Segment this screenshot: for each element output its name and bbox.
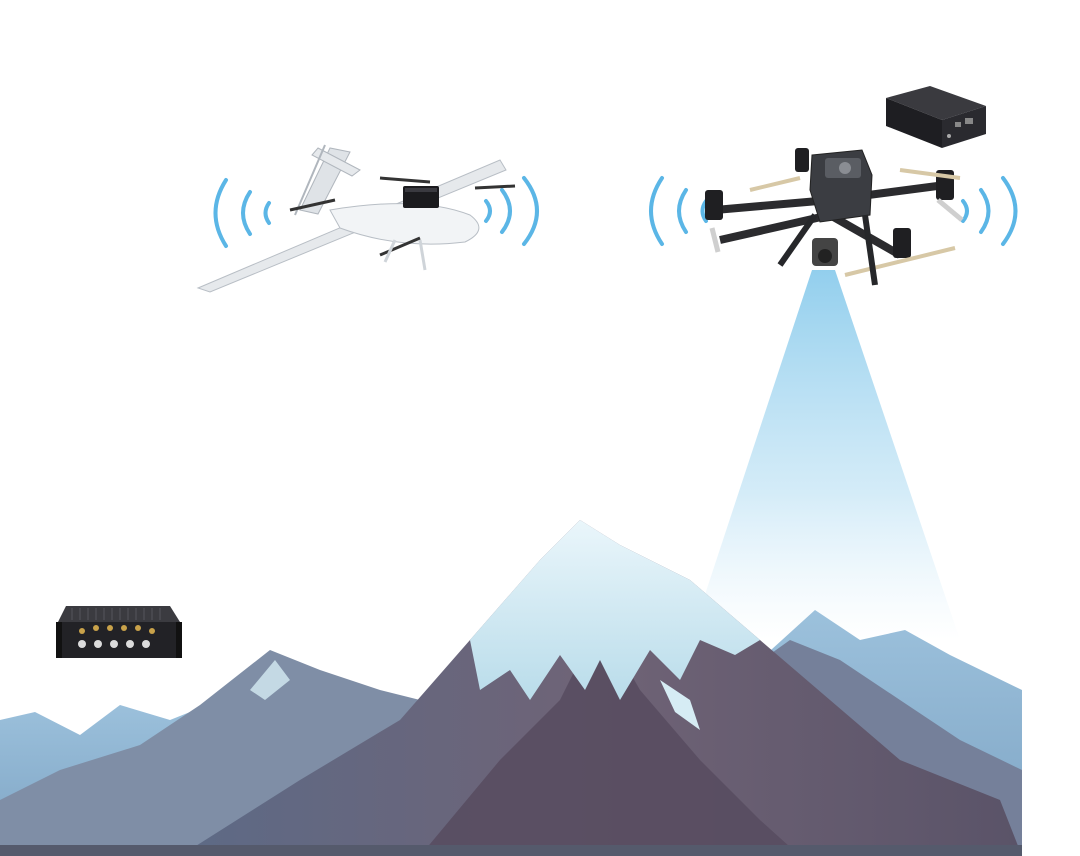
signal-waves-left [213, 178, 271, 248]
signal-waves-right [484, 176, 539, 246]
signal-waves-left [649, 176, 708, 246]
scan-beam [690, 270, 960, 640]
mountain-range [0, 520, 1022, 856]
snow-cap [470, 520, 760, 700]
vtol-drone-icon [196, 144, 539, 293]
signal-waves-right [961, 176, 1018, 246]
quadcopter-icon [649, 148, 1018, 286]
radio-unit-icon [56, 606, 182, 658]
front-ridge [420, 620, 800, 856]
mini-pc-icon [886, 86, 986, 148]
ground [0, 845, 1022, 856]
snow-streak [250, 660, 290, 700]
snow-streak [660, 680, 700, 730]
